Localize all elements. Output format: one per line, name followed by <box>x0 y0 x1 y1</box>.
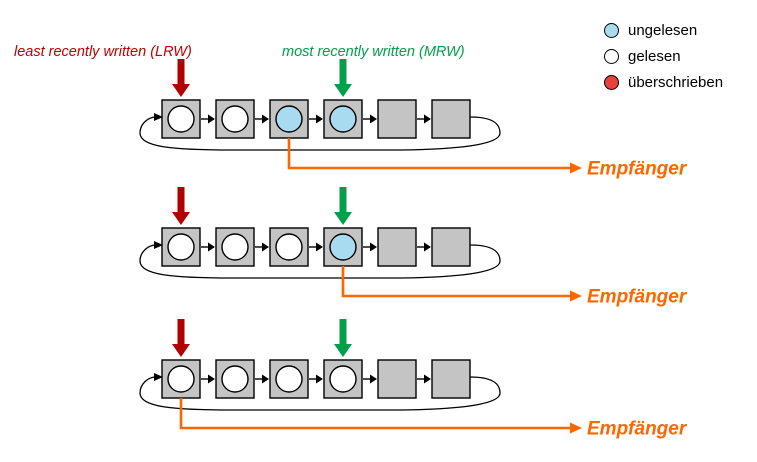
lrw-arrow-shaft <box>177 59 185 84</box>
buffer-cell <box>377 359 417 399</box>
buffer-cell <box>431 359 471 399</box>
cell-link-arrowhead <box>370 242 377 252</box>
receiver-line <box>287 138 570 170</box>
unread-slot-circle <box>275 105 303 133</box>
mrw-arrow-shaft <box>339 59 347 84</box>
empfaenger-label: Empfänger <box>587 159 688 180</box>
cell-link-arrowhead <box>424 374 431 384</box>
cell-link-arrowhead <box>262 374 269 384</box>
legend-item-ueberschrieben: überschrieben <box>604 74 723 91</box>
cell-link-arrowhead <box>208 114 215 124</box>
mrw-arrow-shaft <box>339 187 347 212</box>
mrw-arrow-head <box>334 212 352 225</box>
legend: ungelesen gelesen überschrieben <box>604 22 723 91</box>
mrw-arrow-head <box>334 344 352 357</box>
legend-item-ungelesen: ungelesen <box>604 22 723 39</box>
lrw-arrow-head <box>172 344 190 357</box>
read-slot-circle <box>329 365 357 393</box>
cell-link-arrowhead <box>262 242 269 252</box>
legend-label-gelesen: gelesen <box>628 48 681 65</box>
ring-loop-arc <box>139 244 501 279</box>
read-slot-circle <box>275 365 303 393</box>
read-slot-circle <box>167 365 195 393</box>
legend-label-ungelesen: ungelesen <box>628 22 698 39</box>
mrw-arrow-head <box>334 84 352 97</box>
ring-loop-arrowhead <box>154 241 163 249</box>
cell-link-arrowhead <box>424 114 431 124</box>
buffer-cell <box>431 99 471 139</box>
unread-slot-circle <box>329 233 357 261</box>
read-slot-circle <box>275 233 303 261</box>
cell-link-arrowhead <box>370 114 377 124</box>
buffer-cell <box>377 99 417 139</box>
receiver-line <box>179 398 570 430</box>
lrw-arrow-head <box>172 84 190 97</box>
cell-link-arrowhead <box>262 114 269 124</box>
mrw-arrow-shaft <box>339 319 347 344</box>
cell-link-arrowhead <box>316 114 323 124</box>
ring-loop-arc <box>139 376 501 411</box>
buffer-cell <box>431 227 471 267</box>
read-slot-circle <box>221 365 249 393</box>
overwritten-circle-icon <box>604 75 619 90</box>
cell-link-arrowhead <box>316 374 323 384</box>
read-slot-circle <box>221 233 249 261</box>
read-slot-circle <box>221 105 249 133</box>
receiver-arrowhead <box>570 422 582 434</box>
empfaenger-label: Empfänger <box>587 419 688 440</box>
unread-slot-circle <box>329 105 357 133</box>
read-slot-circle <box>167 105 195 133</box>
cell-link-arrowhead <box>424 242 431 252</box>
ring-loop-arrowhead <box>154 373 163 381</box>
legend-item-gelesen: gelesen <box>604 48 723 65</box>
cell-link-arrowhead <box>316 242 323 252</box>
ring-loop-arc <box>139 116 501 151</box>
empfaenger-label: Empfänger <box>587 287 688 308</box>
mrw-pointer-label: most recently written (MRW) <box>282 44 465 60</box>
cell-link-arrowhead <box>208 242 215 252</box>
buffer-cell <box>377 227 417 267</box>
receiver-line <box>341 266 570 298</box>
lrw-arrow-shaft <box>177 187 185 212</box>
lrw-arrow-shaft <box>177 319 185 344</box>
read-circle-icon <box>604 49 619 64</box>
cell-link-arrowhead <box>208 374 215 384</box>
receiver-arrowhead <box>570 290 582 302</box>
unread-circle-icon <box>604 23 619 38</box>
cell-link-arrowhead <box>370 374 377 384</box>
lrw-arrow-head <box>172 212 190 225</box>
ring-loop-arrowhead <box>154 113 163 121</box>
read-slot-circle <box>167 233 195 261</box>
receiver-arrowhead <box>570 162 582 174</box>
lrw-pointer-label: least recently written (LRW) <box>14 44 192 60</box>
legend-label-ueberschrieben: überschrieben <box>628 74 724 91</box>
